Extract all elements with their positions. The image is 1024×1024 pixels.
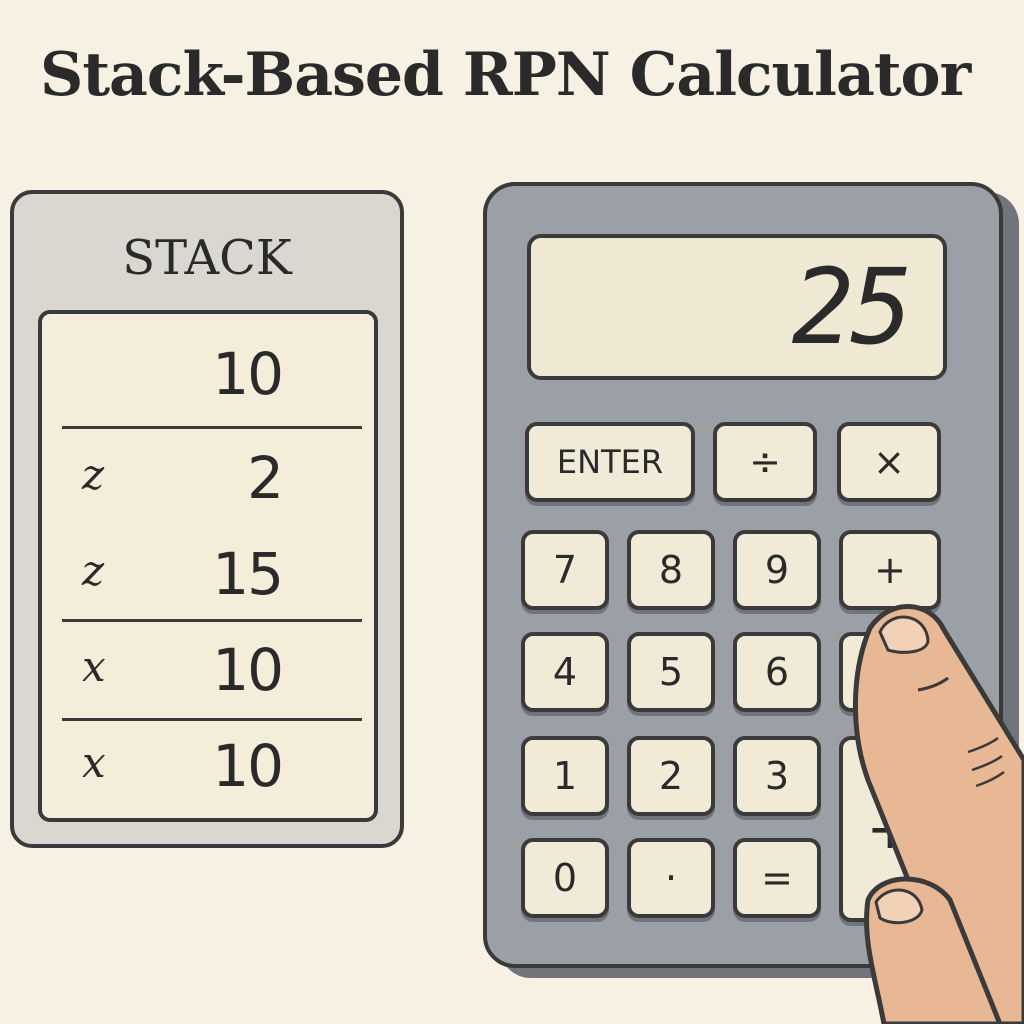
stack-divider [62, 718, 362, 721]
hidden-key[interactable] [839, 632, 941, 712]
stack-row-z2: z 15 [42, 536, 374, 616]
stack-divider [62, 426, 362, 429]
stack-panel: STACK 10 z 2 z 15 x 10 x 10 [10, 190, 404, 848]
key-2[interactable]: 2 [627, 736, 715, 816]
decimal-key[interactable]: · [627, 838, 715, 918]
register-label: x [82, 642, 106, 691]
calculator-display: 25 [527, 234, 947, 380]
calculator: 25 ENTER ÷ × 7 8 9 + 4 5 6 1 2 3 + 0 · = [483, 182, 1003, 968]
key-6[interactable]: 6 [733, 632, 821, 712]
key-0[interactable]: 0 [521, 838, 609, 918]
register-value: 2 [247, 444, 284, 512]
multiply-key[interactable]: × [837, 422, 941, 502]
register-value: 15 [212, 540, 284, 608]
stack-row-x: x 10 [42, 632, 374, 712]
add-key[interactable]: + [839, 530, 941, 610]
equals-key[interactable]: = [733, 838, 821, 918]
key-3[interactable]: 3 [733, 736, 821, 816]
key-5[interactable]: 5 [627, 632, 715, 712]
key-4[interactable]: 4 [521, 632, 609, 712]
page-title: Stack-Based RPN Calculator [40, 40, 971, 110]
enter-key[interactable]: ENTER [525, 422, 695, 502]
stack-row-z: z 2 [42, 440, 374, 520]
register-label: z [82, 546, 105, 595]
key-1[interactable]: 1 [521, 736, 609, 816]
stack-divider [62, 619, 362, 622]
key-7[interactable]: 7 [521, 530, 609, 610]
register-value: 10 [212, 732, 284, 800]
display-value: 25 [791, 246, 913, 368]
stack-row-x2: x 10 [42, 728, 374, 808]
register-value: 10 [212, 340, 284, 408]
register-value: 10 [212, 636, 284, 704]
large-add-key[interactable]: + [839, 736, 941, 922]
divide-key[interactable]: ÷ [713, 422, 817, 502]
register-label: x [82, 738, 106, 787]
key-8[interactable]: 8 [627, 530, 715, 610]
key-9[interactable]: 9 [733, 530, 821, 610]
stack-list: 10 z 2 z 15 x 10 x 10 [38, 310, 378, 822]
stack-heading: STACK [122, 230, 292, 286]
register-label: z [82, 450, 105, 499]
stack-row-t: 10 [42, 336, 374, 416]
